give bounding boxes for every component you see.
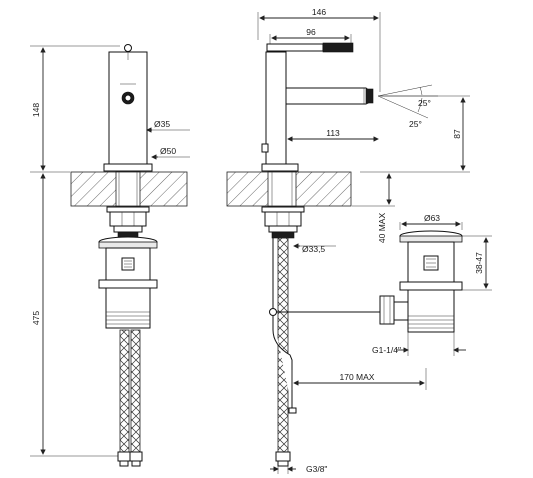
dim-spout-height: 87 bbox=[452, 129, 462, 139]
dim-body-diameter: Ø35 bbox=[154, 119, 170, 129]
waste-thread bbox=[106, 311, 150, 325]
dim-spout-reach: 113 bbox=[326, 128, 340, 138]
dim-handle-length: 96 bbox=[306, 27, 316, 37]
dim-angle-up: 25° bbox=[418, 98, 431, 108]
dim-angle-down: 25° bbox=[409, 119, 422, 129]
dim-waste-adjust: 38-47 bbox=[474, 252, 484, 274]
dim-height-below: 475 bbox=[31, 311, 41, 325]
front-view bbox=[30, 44, 190, 467]
dim-base-diameter: Ø50 bbox=[160, 146, 176, 156]
dim-shank-diameter: Ø33,5 bbox=[302, 244, 325, 254]
dim-waste-diameter: Ø63 bbox=[424, 213, 440, 223]
side-view bbox=[226, 12, 470, 474]
dim-hose-thread: G3/8" bbox=[306, 464, 327, 474]
dim-overall-length: 146 bbox=[312, 7, 326, 17]
dim-height-above: 148 bbox=[31, 103, 41, 117]
dim-waste-thread: G1-1/4" bbox=[372, 345, 401, 355]
dim-max-deck: 40 MAX bbox=[377, 213, 387, 244]
waste-view bbox=[379, 221, 492, 356]
dim-pull-rod-max: 170 MAX bbox=[340, 372, 375, 382]
